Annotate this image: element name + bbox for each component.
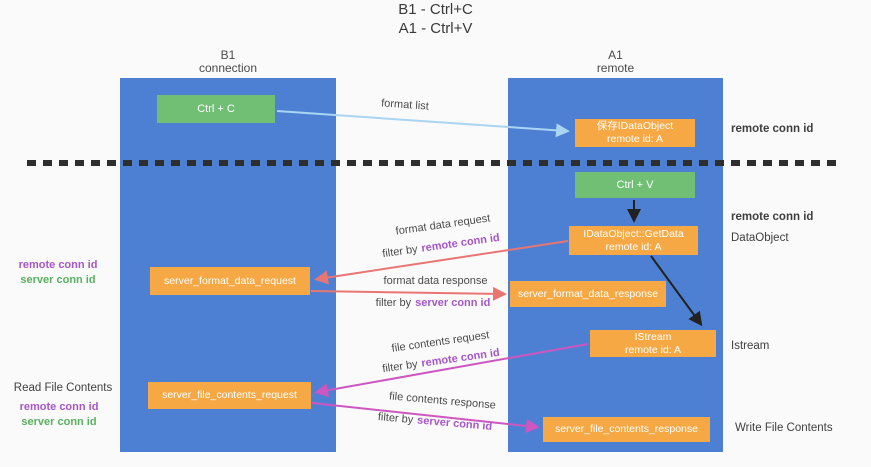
left-column-name: B1 bbox=[220, 48, 236, 62]
node-server-format-data-response-label: server_format_data_response bbox=[517, 287, 659, 300]
filter-by-text: filter by bbox=[377, 411, 414, 427]
server-conn-id-text: server conn id bbox=[415, 297, 491, 309]
label-server-conn-id-left-top: server conn id bbox=[20, 274, 96, 286]
node-istream-line1: IStream bbox=[634, 330, 672, 343]
node-getdata-line2: remote id: A bbox=[605, 240, 662, 253]
label-remote-conn-id-right-top: remote conn id bbox=[731, 123, 814, 135]
node-ctrl-c-label: Ctrl + C bbox=[197, 103, 235, 115]
node-ctrl-v: Ctrl + V bbox=[575, 172, 695, 198]
filter-by-text: filter by bbox=[381, 358, 419, 376]
label-remote-conn-id-left-bottom: remote conn id bbox=[19, 401, 99, 413]
label-server-conn-id-left-bottom: server conn id bbox=[21, 416, 97, 428]
filter-by-text: filter by bbox=[381, 243, 419, 261]
right-column-role: remote bbox=[596, 61, 635, 75]
left-conn-id-stack-top: remote conn id server conn id bbox=[8, 258, 108, 288]
label-remote-conn-id-right-mid: remote conn id bbox=[731, 211, 814, 223]
label-remote-conn-id-left-top: remote conn id bbox=[18, 259, 98, 271]
node-server-format-data-request: server_format_data_request bbox=[150, 267, 310, 295]
label-write-file-contents: Write File Contents bbox=[735, 422, 833, 434]
left-column-header: B1 connection bbox=[120, 49, 336, 75]
node-ctrl-v-label: Ctrl + V bbox=[616, 179, 654, 191]
label-format-data-response: format data response bbox=[383, 275, 488, 287]
node-idataobject-getdata: IDataObject::GetData remote id: A bbox=[569, 226, 698, 255]
right-column-name: A1 bbox=[608, 48, 623, 62]
remote-conn-id-text: remote conn id bbox=[420, 346, 501, 370]
node-server-format-data-response: server_format_data_response bbox=[510, 281, 666, 307]
filter-by-text: filter by bbox=[375, 297, 412, 309]
node-save-idataobject: 保存IDataObject remote id: A bbox=[575, 119, 695, 147]
node-istream-line2: remote id: A bbox=[624, 343, 682, 356]
label-file-contents-response: file contents response bbox=[388, 390, 497, 412]
node-server-file-contents-request: server_file_contents_request bbox=[148, 382, 311, 409]
node-istream: IStream remote id: A bbox=[590, 330, 716, 357]
right-column-header: A1 remote bbox=[508, 49, 723, 75]
arrow-format-data-response bbox=[310, 286, 507, 301]
left-conn-id-stack-bottom: remote conn id server conn id bbox=[8, 400, 110, 430]
node-server-format-data-request-label: server_format_data_request bbox=[164, 274, 296, 287]
left-column-role: connection bbox=[198, 61, 258, 75]
node-save-idataobject-line1: 保存IDataObject bbox=[596, 120, 674, 132]
node-ctrl-c: Ctrl + C bbox=[157, 95, 275, 123]
node-server-file-contents-request-label: server_file_contents_request bbox=[162, 389, 297, 401]
node-getdata-line1: IDataObject::GetData bbox=[583, 227, 684, 240]
node-server-file-contents-response-label: server_file_contents_response bbox=[554, 423, 698, 435]
node-save-idataobject-line2: remote id: A bbox=[606, 133, 664, 145]
node-server-file-contents-response: server_file_contents_response bbox=[543, 417, 710, 442]
title-line-2: A1 - Ctrl+V bbox=[398, 20, 473, 37]
label-dataobject: DataObject bbox=[731, 232, 789, 244]
label-istream-side: Istream bbox=[731, 340, 770, 352]
remote-conn-id-text: remote conn id bbox=[420, 231, 501, 255]
diagram-title: B1 - Ctrl+C A1 - Ctrl+V bbox=[0, 0, 871, 38]
label-read-file-contents: Read File Contents bbox=[13, 382, 113, 394]
label-format-list: format list bbox=[380, 97, 430, 113]
title-line-1: B1 - Ctrl+C bbox=[398, 1, 473, 18]
server-conn-id-text: server conn id bbox=[416, 414, 493, 433]
